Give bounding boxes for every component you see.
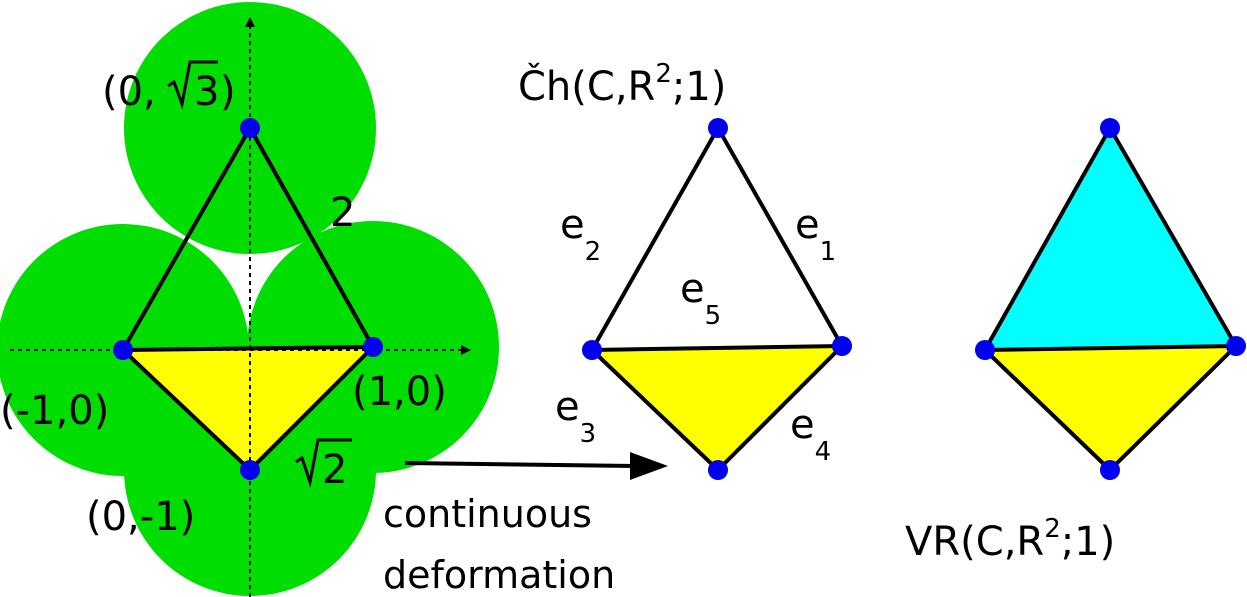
vr-vertex-top <box>1100 118 1120 138</box>
vr-vertices <box>975 118 1246 480</box>
vertex-left <box>113 340 133 360</box>
vr-edge-bottom-left <box>983 348 1112 472</box>
sqrt-symbol-top <box>167 60 218 110</box>
point-top-radicand: 3 <box>194 69 219 115</box>
cech-title-tail: ;1) <box>672 64 727 110</box>
vr-panel: VR(C,R2;1) <box>905 118 1246 565</box>
left-edges <box>121 127 375 472</box>
point-label-right: (1,0) <box>352 369 447 415</box>
vr-upper-face <box>985 128 1236 350</box>
cech-vertex-top <box>708 118 728 138</box>
sqrt-symbol-bottom <box>295 438 352 488</box>
point-label-left: (-1,0) <box>0 388 109 434</box>
vr-vertex-left <box>975 340 995 360</box>
point-top-open: (0, <box>102 69 156 115</box>
vr-edge-top-right <box>1108 126 1238 348</box>
cech-vertex-left <box>582 340 602 360</box>
edge-label-e4-base: e <box>790 402 815 448</box>
vr-edges <box>983 126 1238 472</box>
cech-edge-e1 <box>716 127 844 347</box>
point-label-bottom: (0,-1) <box>86 494 195 540</box>
edge-label-e2-base: e <box>560 202 585 248</box>
cech-title: Čh(C,R2;1) <box>518 59 726 110</box>
edge-label-e5: e5 <box>680 266 721 331</box>
cech-edge-e4 <box>716 344 844 472</box>
vertex-right <box>363 337 383 357</box>
point-label-top: (0, 3 ) <box>102 60 236 115</box>
edge-top-right <box>248 127 375 348</box>
cech-edge-e3 <box>590 348 720 472</box>
edge-label-e5-base: e <box>680 266 705 312</box>
edge-label-e3: e3 <box>555 384 596 449</box>
edge-middle <box>122 345 374 352</box>
cech-edges <box>590 127 844 472</box>
point-top-close: ) <box>220 69 236 115</box>
vr-title-sup: 2 <box>1044 514 1061 544</box>
cech-title-sup: 2 <box>655 59 672 89</box>
cech-panel: Čh(C,R2;1) e1 e2 e5 e3 e4 <box>518 59 852 480</box>
vr-vertex-right <box>1226 336 1246 356</box>
vr-edge-middle <box>984 344 1237 352</box>
left-vertices <box>113 118 383 480</box>
arrow-label-line2: deformation <box>383 553 615 597</box>
edge-label-e1-base: e <box>795 202 820 248</box>
cech-edge-e5 <box>591 344 843 352</box>
edge-bottom-right <box>248 345 375 472</box>
axes <box>10 17 471 597</box>
vr-title-main: VR(C,R <box>905 519 1044 565</box>
edge-bottom-left <box>121 348 252 472</box>
edge-label-e1: e1 <box>795 202 836 267</box>
cech-title-main: Čh(C,R <box>518 62 655 110</box>
cech-lower-face <box>592 346 842 470</box>
arrow-shaft <box>404 461 636 468</box>
edge-label-e3-base: e <box>555 384 580 430</box>
edge-top-left <box>121 127 252 351</box>
edge-length-radicand: 2 <box>322 447 347 493</box>
edge-label-e1-sub: 1 <box>820 237 837 267</box>
cech-edge-e2 <box>590 127 720 351</box>
cech-vertex-right <box>832 336 852 356</box>
edge-label-e2-sub: 2 <box>585 237 602 267</box>
cech-vertex-bottom <box>708 460 728 480</box>
edge-label-e4-sub: 4 <box>815 437 832 467</box>
cech-vertices <box>582 118 852 480</box>
edge-length-label-2: 2 <box>330 190 355 236</box>
vr-lower-face <box>985 346 1236 470</box>
left-panel: (0, 3 ) (-1,0) (1,0) (0,-1) 2 2 <box>0 2 499 597</box>
edge-label-e4: e4 <box>790 402 831 467</box>
lower-triangle-face <box>123 347 373 470</box>
deformation-arrow: continuous deformation <box>383 452 668 597</box>
vr-title-tail: ;1) <box>1061 519 1116 565</box>
vr-edge-top-left <box>983 127 1112 351</box>
edge-label-e2: e2 <box>560 202 601 267</box>
arrow-label-line1: continuous <box>383 492 592 536</box>
vr-title: VR(C,R2;1) <box>905 514 1115 565</box>
vertex-top <box>240 118 260 138</box>
edge-length-label-sqrt2: 2 <box>295 438 352 493</box>
arrow-head <box>630 452 668 480</box>
vertex-bottom <box>240 460 260 480</box>
vr-vertex-bottom <box>1100 460 1120 480</box>
edge-label-e3-sub: 3 <box>580 419 597 449</box>
edge-label-e5-sub: 5 <box>705 301 722 331</box>
vr-edge-bottom-right <box>1108 344 1238 472</box>
